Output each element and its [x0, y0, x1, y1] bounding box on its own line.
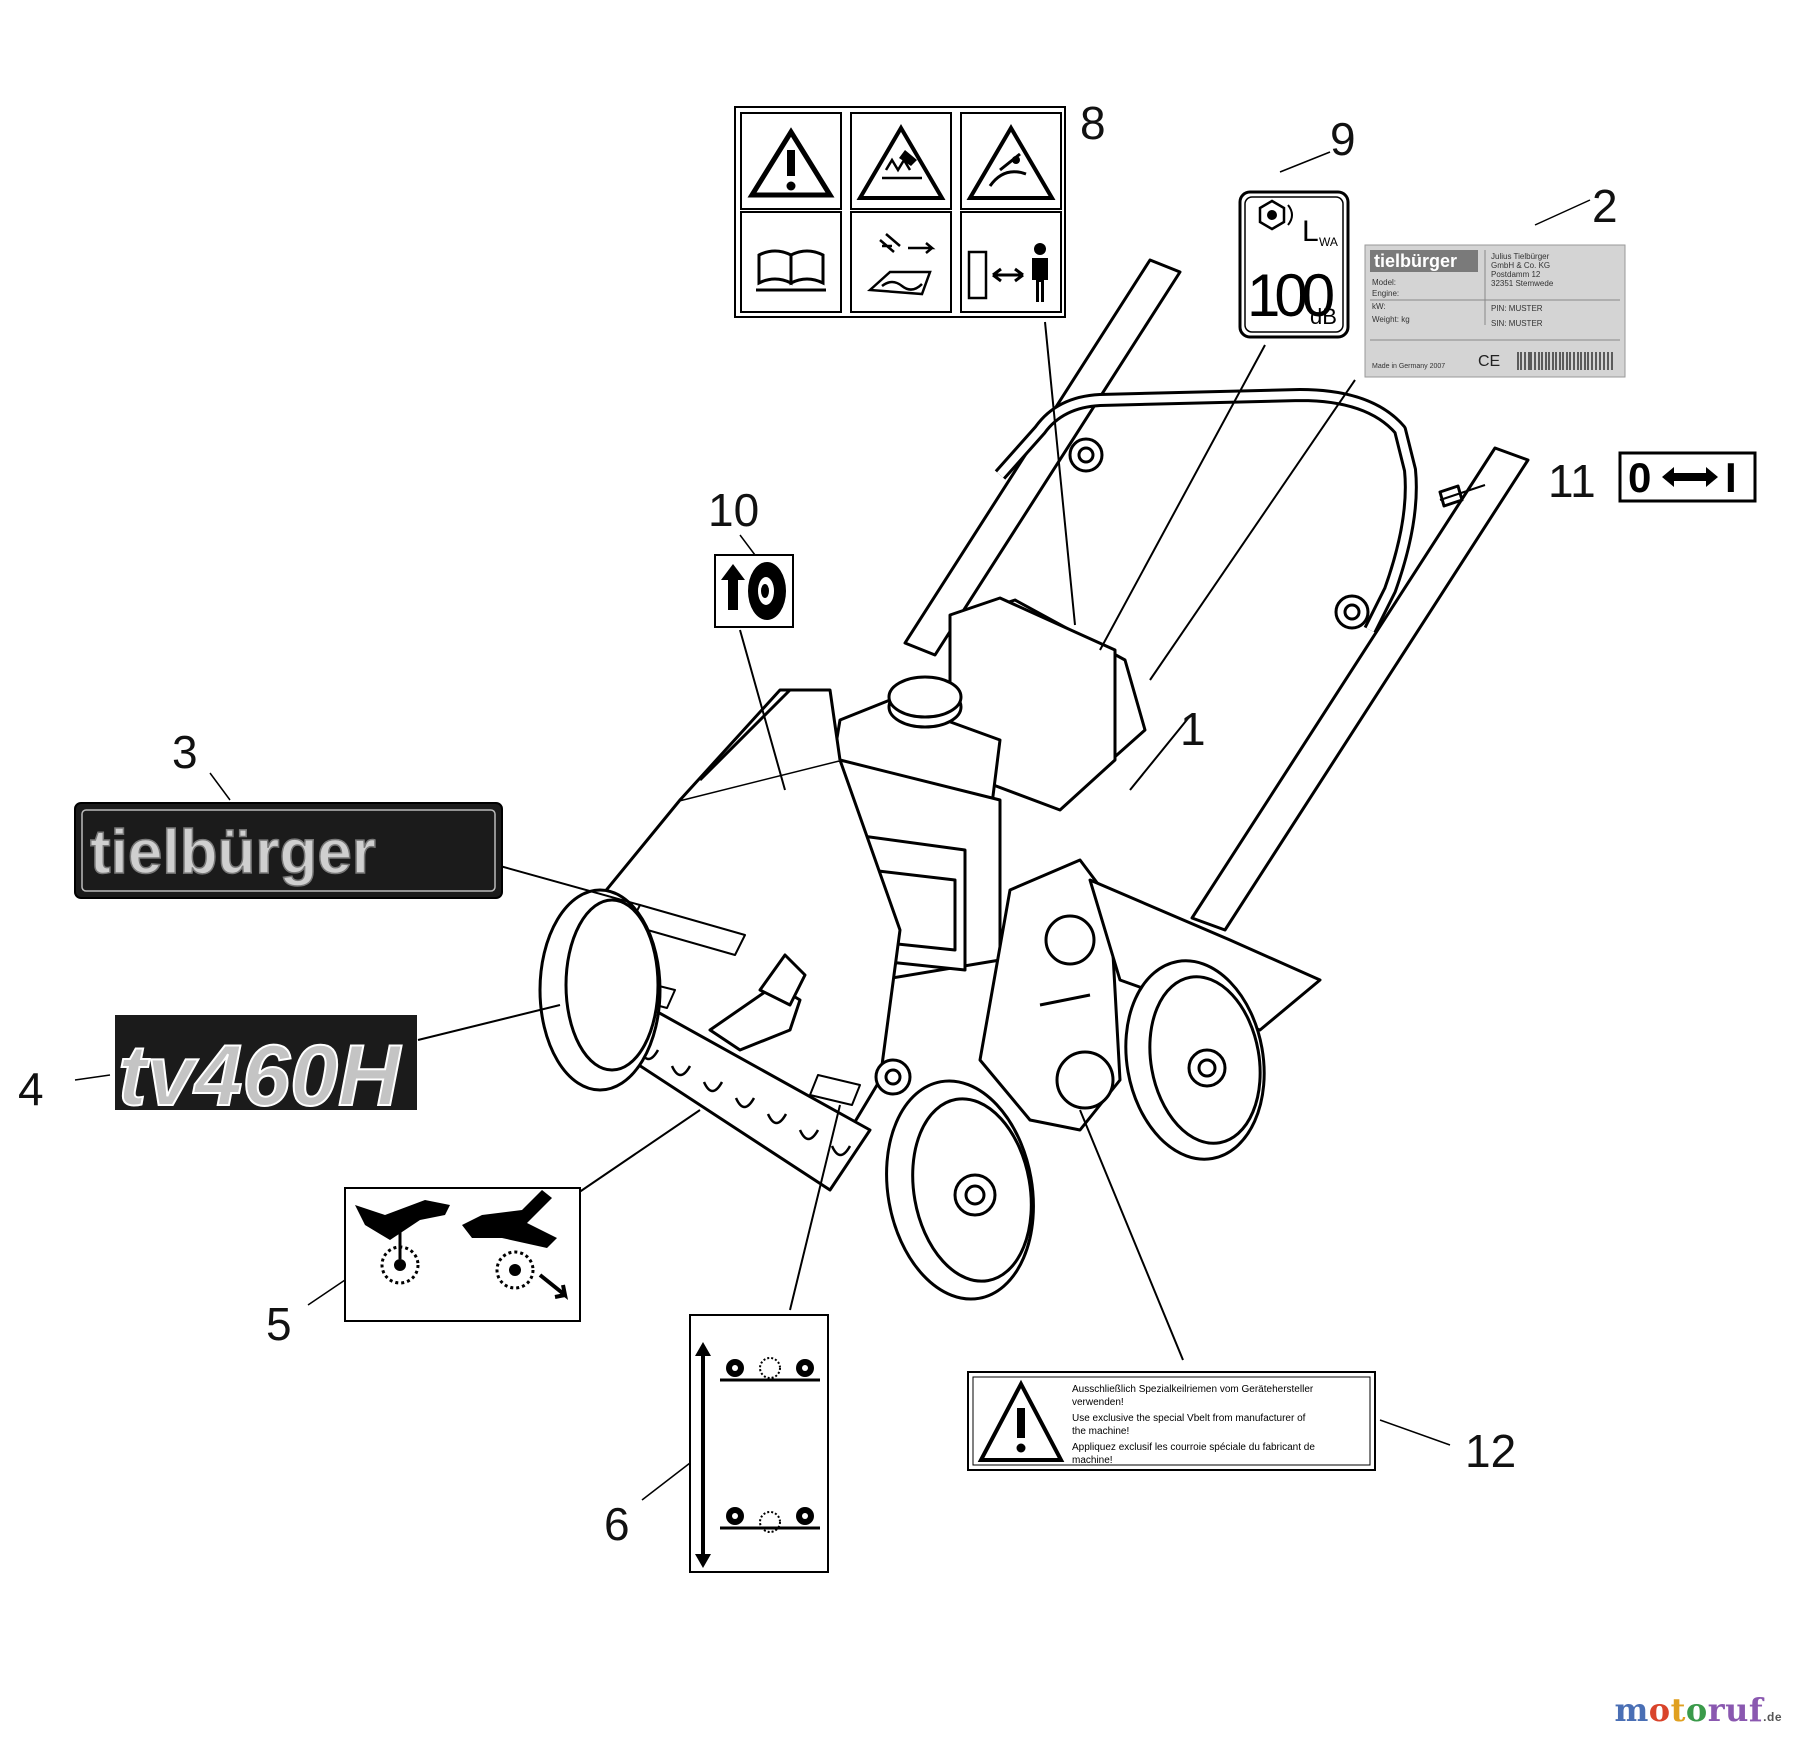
double-arrow-icon [1662, 467, 1718, 487]
rating-plate-company-2: GmbH & Co. KG [1491, 261, 1550, 270]
label-6-height-adjust [689, 1314, 829, 1573]
callout-10: 10 [708, 484, 759, 536]
label-12-belt-warning: Ausschließlich Spezialkeilriemen vom Ger… [967, 1371, 1376, 1471]
tyre-icon [748, 562, 786, 620]
callout-numbers: 8 9 2 11 10 1 3 4 5 6 12 [18, 97, 1618, 1550]
callout-2: 2 [1592, 180, 1618, 232]
brand-logo-text: tielbürger [90, 818, 376, 887]
label-2-rating-plate: tielbürger Julius Tielbürger GmbH & Co. … [1364, 244, 1626, 378]
rating-plate-field-kw: kW: [1372, 302, 1386, 311]
callout-4: 4 [18, 1063, 44, 1115]
belt-warning-line-2: verwenden! [1072, 1397, 1124, 1408]
watermark-letter-5: ruf [1707, 1691, 1764, 1729]
wheel-high-icon [720, 1357, 820, 1382]
sound-power-icon [1258, 199, 1293, 231]
scarifier-machine [538, 258, 1530, 1301]
barcode-icon [1517, 352, 1613, 370]
label-5-depth-lever [344, 1187, 581, 1322]
ce-mark: CE [1478, 353, 1500, 370]
keep-distance-icon [967, 243, 1048, 302]
callout-9: 9 [1330, 113, 1356, 165]
handle [903, 258, 1530, 932]
noise-value: 100 [1247, 262, 1334, 329]
label-4-model-logo: tv460H [115, 1015, 417, 1125]
label-10-tyre-direction [714, 554, 794, 628]
watermark-letter-2: o [1648, 1691, 1671, 1729]
lever-raised-icon [355, 1200, 450, 1285]
watermark-letter-4: o [1685, 1691, 1708, 1729]
up-down-arrow-icon [695, 1342, 711, 1568]
rating-plate-field-weight: Weight: kg [1372, 315, 1410, 324]
blade-hazard-icon [856, 124, 946, 200]
watermark-letter-1: m [1614, 1691, 1649, 1729]
watermark-letter-3: t [1670, 1691, 1686, 1729]
thrown-object-hazard-icon [966, 124, 1056, 200]
callout-12: 12 [1465, 1425, 1516, 1477]
rating-plate-made-in: Made in Germany 2007 [1372, 363, 1445, 370]
rating-plate-field-model: Model: [1372, 278, 1396, 287]
wheel-front-left [538, 888, 662, 1092]
warning-triangle-icon [977, 1379, 1065, 1462]
rating-plate-sin: SIN: MUSTER [1491, 319, 1543, 328]
noise-unit: dB [1310, 304, 1337, 329]
belt-warning-line-1: Ausschließlich Spezialkeilriemen vom Ger… [1072, 1384, 1314, 1395]
wheel-rear-right [1124, 959, 1266, 1161]
callout-6: 6 [604, 1498, 630, 1550]
watermark: motoruf.de [1614, 1691, 1782, 1729]
rating-plate-company-1: Julius Tielbürger [1491, 252, 1550, 261]
label-3-brand-logo: tielbürger [74, 802, 503, 899]
up-arrow-icon [721, 564, 745, 610]
warning-triangle-icon [747, 127, 835, 198]
disconnect-plug-icon [866, 233, 936, 296]
callout-8: 8 [1080, 97, 1106, 149]
lever-lowered-icon [462, 1190, 569, 1300]
rating-plate-company-4: 32351 Stemwede [1491, 279, 1554, 288]
wheel-front-right [885, 1079, 1035, 1301]
label-8-safety-pictograms [734, 106, 1066, 318]
read-manual-icon [756, 249, 826, 292]
belt-warning-line-5: Appliquez exclusif les courroie spéciale… [1072, 1442, 1315, 1453]
rear-guard [1088, 878, 1322, 1032]
noise-symbol: L [1302, 215, 1319, 248]
leader-lines [74, 151, 1591, 1501]
label-9-noise-level: L WA 100 dB [1238, 190, 1350, 339]
rating-plate-pin: PIN: MUSTER [1491, 304, 1543, 313]
callout-1: 1 [1180, 703, 1206, 755]
switch-on-symbol: I [1725, 454, 1737, 501]
noise-symbol-subscript: WA [1319, 235, 1338, 249]
rating-plate-company-3: Postdamm 12 [1491, 270, 1541, 279]
rating-plate-brand: tielbürger [1374, 251, 1457, 271]
callout-11: 11 [1548, 455, 1596, 507]
switch-off-symbol: 0 [1628, 454, 1651, 501]
belt-warning-line-3: Use exclusive the special Vbelt from man… [1072, 1413, 1306, 1424]
rating-plate-field-engine: Engine: [1372, 289, 1399, 298]
wheel-low-icon [720, 1507, 820, 1533]
belt-warning-line-6: machine! [1072, 1455, 1113, 1466]
callout-5: 5 [266, 1298, 292, 1350]
callout-3: 3 [172, 726, 198, 778]
belt-warning-line-4: the machine! [1072, 1426, 1129, 1437]
model-logo-text: tv460H [118, 1028, 402, 1124]
label-11-switch-symbol: 0 I [1618, 451, 1757, 503]
belt-cover [978, 858, 1122, 1132]
watermark-suffix: .de [1763, 1710, 1782, 1724]
